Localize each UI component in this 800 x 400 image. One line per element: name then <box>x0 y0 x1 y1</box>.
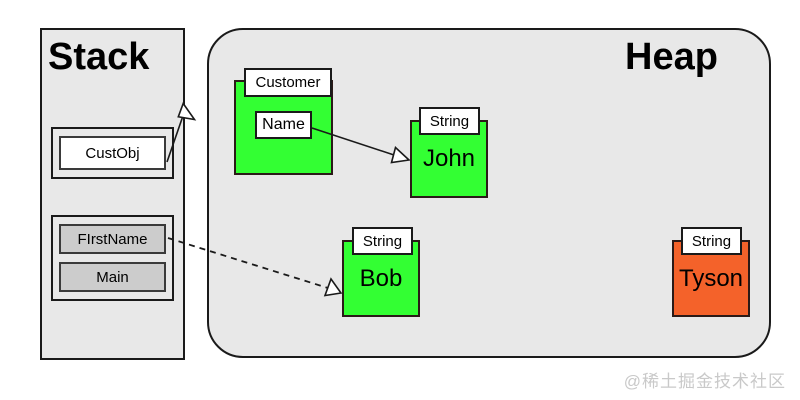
heap-panel-title: Heap <box>625 36 718 78</box>
stack-slot-firstname[interactable]: FIrstName <box>59 224 166 254</box>
heap-object-customer-field-name[interactable]: Name <box>255 111 312 139</box>
heap-object-tyson-type-label: String <box>681 227 742 255</box>
stack-panel-title: Stack <box>48 36 150 78</box>
stack-panel <box>40 28 185 360</box>
stack-slot-main[interactable]: Main <box>59 262 166 292</box>
heap-object-customer-type-label: Customer <box>244 68 332 97</box>
watermark: @稀土掘金技术社区 <box>623 372 786 391</box>
heap-object-john-type-label: String <box>419 107 480 135</box>
stack-slot-custobj[interactable]: CustObj <box>59 136 166 170</box>
heap-object-bob-type-label: String <box>352 227 413 255</box>
